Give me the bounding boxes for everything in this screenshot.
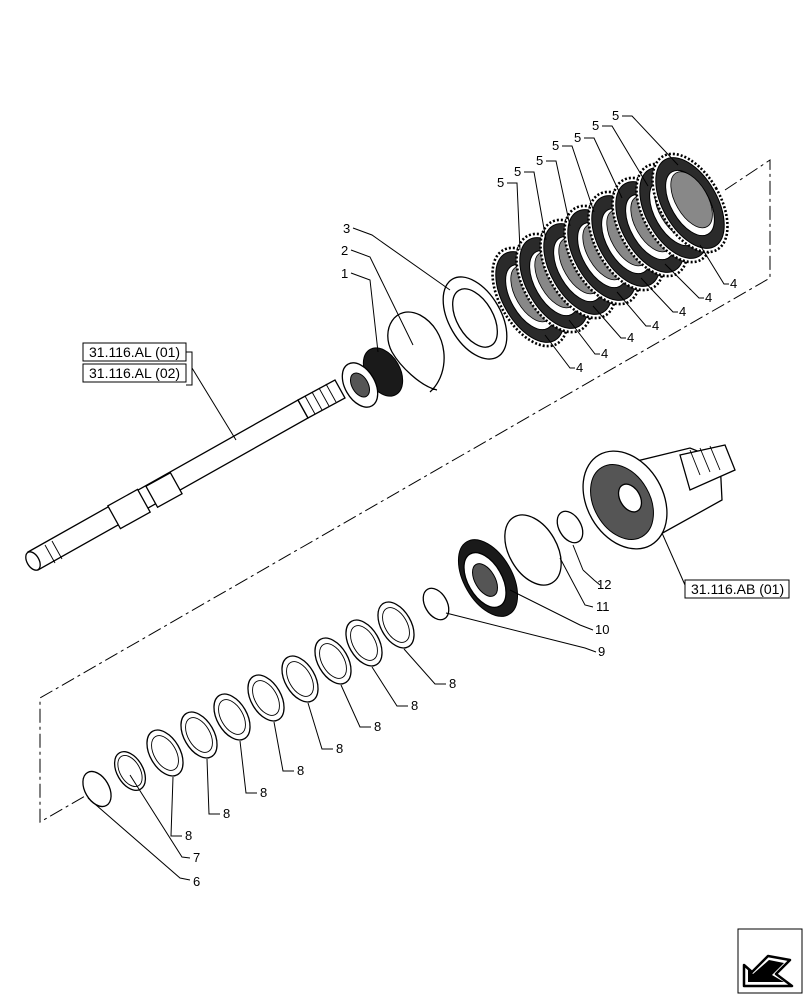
next-page-arrow-icon[interactable] (737, 928, 803, 994)
callout-8: 8 (260, 785, 267, 800)
callout-9: 9 (598, 644, 605, 659)
shim-stack: 8 8 8 8 8 8 8 8 (82, 601, 456, 843)
ref-box-ab-01[interactable] (684, 579, 790, 599)
part-11-o-ring (504, 514, 562, 586)
part-10-piston (457, 539, 519, 617)
part-3-end-plate (442, 276, 508, 360)
callout-4: 4 (679, 304, 686, 319)
callout-7: 7 (193, 850, 200, 865)
part-7-washer (113, 751, 147, 791)
callout-8: 8 (297, 763, 304, 778)
callout-leaders (87, 227, 601, 881)
callout-4: 4 (601, 346, 608, 361)
callout-6: 6 (193, 874, 200, 889)
callout-8: 8 (336, 741, 343, 756)
callout-8: 8 (374, 719, 381, 734)
callout-8: 8 (185, 828, 192, 843)
part-12-seal-ring (556, 510, 584, 544)
callout-4: 4 (652, 318, 659, 333)
shim-8: 8 (314, 637, 381, 734)
shaft (25, 379, 346, 571)
shaft-reference-group: 31.116.AL (01) 31.116.AL (02) (82, 342, 237, 441)
callout-8: 8 (223, 806, 230, 821)
shim-8: 8 (247, 674, 304, 778)
callout-8: 8 (411, 698, 418, 713)
housing-drum: 31.116.AB (01) (582, 444, 790, 599)
clutch-disc (651, 152, 729, 254)
callout-4: 4 (627, 330, 634, 345)
ref-label-al-02: 31.116.AL (02) (89, 365, 180, 381)
callout-5: 5 (552, 138, 559, 153)
callout-2: 2 (341, 243, 348, 258)
callout-8: 8 (449, 676, 456, 691)
part-6-ring (82, 770, 112, 808)
callout-10: 10 (595, 622, 609, 637)
shim-8: 8 (213, 693, 267, 800)
callout-5: 5 (514, 164, 521, 179)
callout-11: 11 (596, 599, 610, 614)
callout-5: 5 (612, 108, 619, 123)
callout-5: 5 (592, 118, 599, 133)
callout-4: 4 (705, 290, 712, 305)
callout-1: 1 (341, 266, 348, 281)
shim-8: 8 (377, 601, 456, 691)
callout-12: 12 (597, 577, 611, 592)
shim-8: 8 (345, 619, 418, 713)
shim-8: 8 (146, 729, 192, 843)
callout-5: 5 (536, 153, 543, 168)
part-9-ring (422, 587, 450, 621)
callout-5: 5 (497, 175, 504, 190)
ref-box-al-02[interactable] (82, 363, 187, 383)
part-1-hub (341, 347, 404, 408)
assembly-boundary (39, 159, 771, 823)
callout-4: 4 (576, 360, 583, 375)
callout-5: 5 (574, 130, 581, 145)
callout-3: 3 (343, 221, 350, 236)
ref-label-al-01: 31.116.AL (01) (89, 344, 180, 360)
callout-numbers: 1 2 3 6 7 9 10 11 12 (193, 221, 611, 889)
shim-8: 8 (281, 655, 343, 756)
ref-label-ab-01: 31.116.AB (01) (691, 581, 784, 597)
callout-4: 4 (730, 276, 737, 291)
shim-8: 8 (180, 711, 230, 821)
